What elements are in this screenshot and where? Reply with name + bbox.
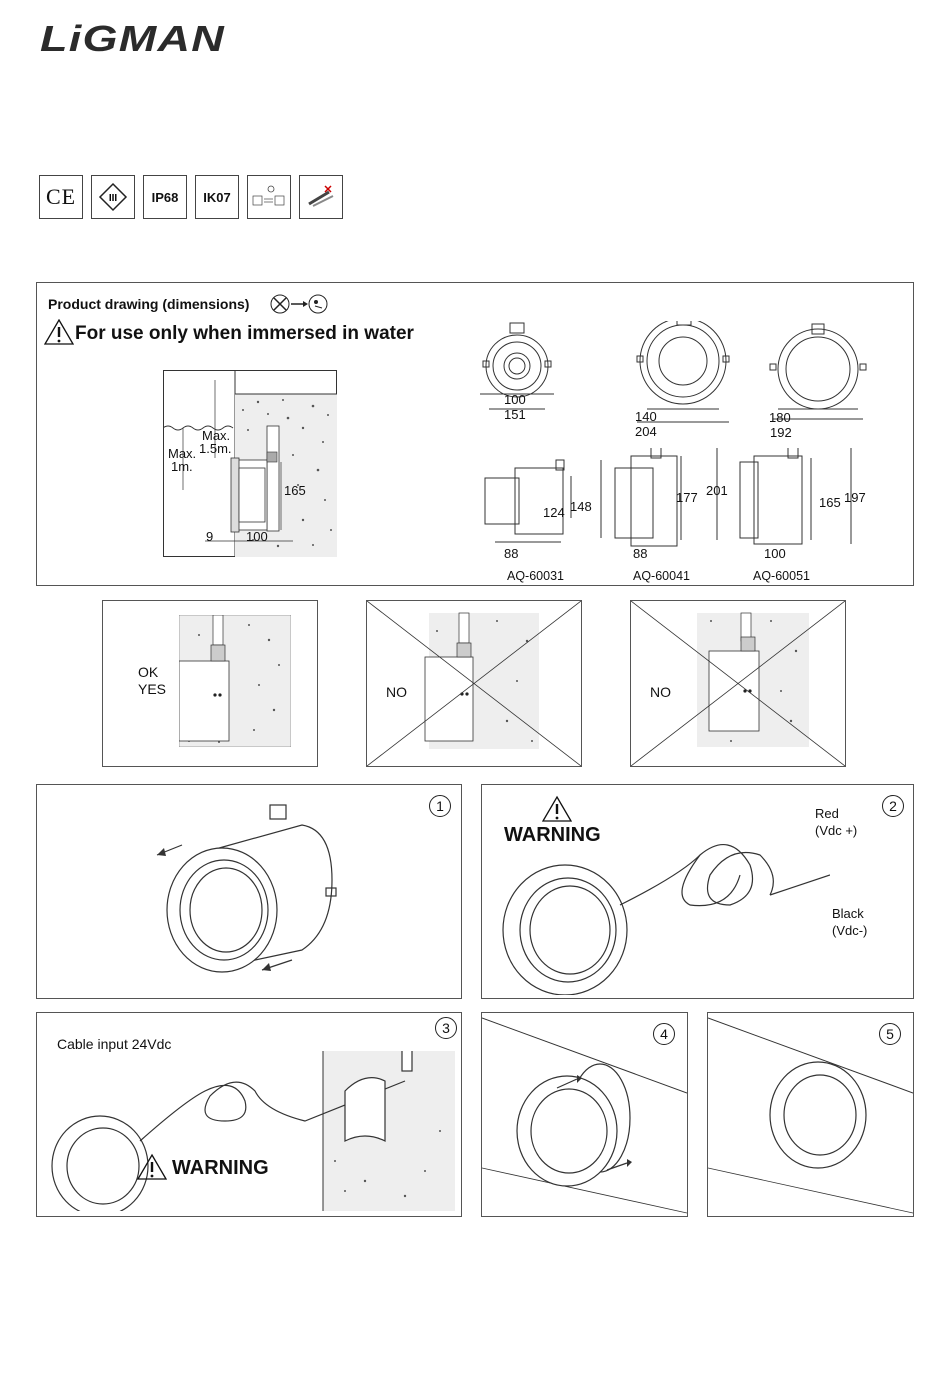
model-aq60051: AQ-60051 (753, 569, 810, 583)
no-label-2: NO (650, 684, 671, 700)
step-1-illustration (152, 800, 392, 990)
product-drawing-panel: Product drawing (dimensions) For use onl… (36, 282, 914, 586)
model-aq60041: AQ-60041 (633, 569, 690, 583)
dim-165: 165 (284, 483, 306, 498)
red-wire-label: Red (815, 806, 839, 821)
orientation-no-panel-2: NO (630, 600, 846, 767)
aq60031-inner-dim: 100 (504, 392, 526, 407)
max-cable-label-2: 1.5m. (199, 441, 232, 456)
no-label-1: NO (386, 684, 407, 700)
step-1-number: 1 (429, 795, 451, 817)
immersion-warning-text: For use only when immersed in water (75, 323, 414, 345)
tools-icon (299, 175, 343, 219)
step-2-panel: 2 WARNING Red (Vdc +) Black (Vdc-) (481, 784, 914, 999)
aq60031-h1: 124 (543, 505, 565, 520)
step-4-illustration (482, 1013, 687, 1216)
class-iii-icon: III (91, 175, 135, 219)
ok-label: OK (138, 664, 158, 680)
front-views-drawing (477, 321, 907, 446)
cable-input-label: Cable input 24Vdc (57, 1036, 171, 1052)
tools-to-diver-icon (269, 293, 329, 315)
step-3-warning-text: WARNING (172, 1157, 269, 1180)
dim-9: 9 (206, 529, 213, 544)
step-3-number: 3 (435, 1017, 457, 1039)
max-depth-label-2: 1m. (171, 459, 193, 474)
dim-100: 100 (246, 529, 268, 544)
red-wire-voltage: (Vdc +) (815, 823, 857, 838)
ik07-badge: IK07 (195, 175, 239, 219)
warning-triangle-icon (44, 319, 74, 345)
aq60051-outer-dim: 192 (770, 425, 792, 440)
aq60031-h2: 148 (570, 499, 592, 514)
step-4-panel: 4 (481, 1012, 688, 1217)
step-2-number: 2 (882, 795, 904, 817)
aq60041-depth: 88 (633, 546, 647, 561)
step-3-panel: 3 Cable input 24Vdc WARNING (36, 1012, 462, 1217)
aq60041-outer-dim: 204 (635, 424, 657, 439)
aq60041-h2: 201 (706, 483, 728, 498)
step-5-illustration (708, 1013, 913, 1216)
aq60031-outer-dim: 151 (504, 407, 526, 422)
step-1-panel: 1 (36, 784, 462, 999)
black-wire-label: Black (832, 906, 864, 921)
aq60051-h1: 165 (819, 495, 841, 510)
product-drawing-title: Product drawing (dimensions) (48, 296, 249, 312)
driver-icon (247, 175, 291, 219)
svg-text:III: III (109, 193, 118, 204)
brand-logo: LiGMAN (40, 18, 225, 60)
step-5-panel: 5 (707, 1012, 914, 1217)
model-aq60031: AQ-60031 (507, 569, 564, 583)
aq60031-depth: 88 (504, 546, 518, 561)
black-wire-voltage: (Vdc-) (832, 923, 867, 938)
yes-label: YES (138, 681, 166, 697)
aq60041-inner-dim: 140 (635, 409, 657, 424)
step-3-illustration (45, 1051, 455, 1211)
step-2-illustration (500, 835, 830, 995)
orientation-ok-drawing (179, 615, 291, 747)
ce-mark-icon: CE (39, 175, 83, 219)
orientation-ok-panel: OK YES (102, 600, 318, 767)
aq60041-h1: 177 (676, 490, 698, 505)
ip68-badge: IP68 (143, 175, 187, 219)
orientation-no-panel-1: NO (366, 600, 582, 767)
aq60051-inner-dim: 180 (769, 410, 791, 425)
aq60051-depth: 100 (764, 546, 786, 561)
aq60051-h2: 197 (844, 490, 866, 505)
step-3-warning-icon (137, 1153, 167, 1181)
step-2-warning-icon (542, 795, 572, 823)
